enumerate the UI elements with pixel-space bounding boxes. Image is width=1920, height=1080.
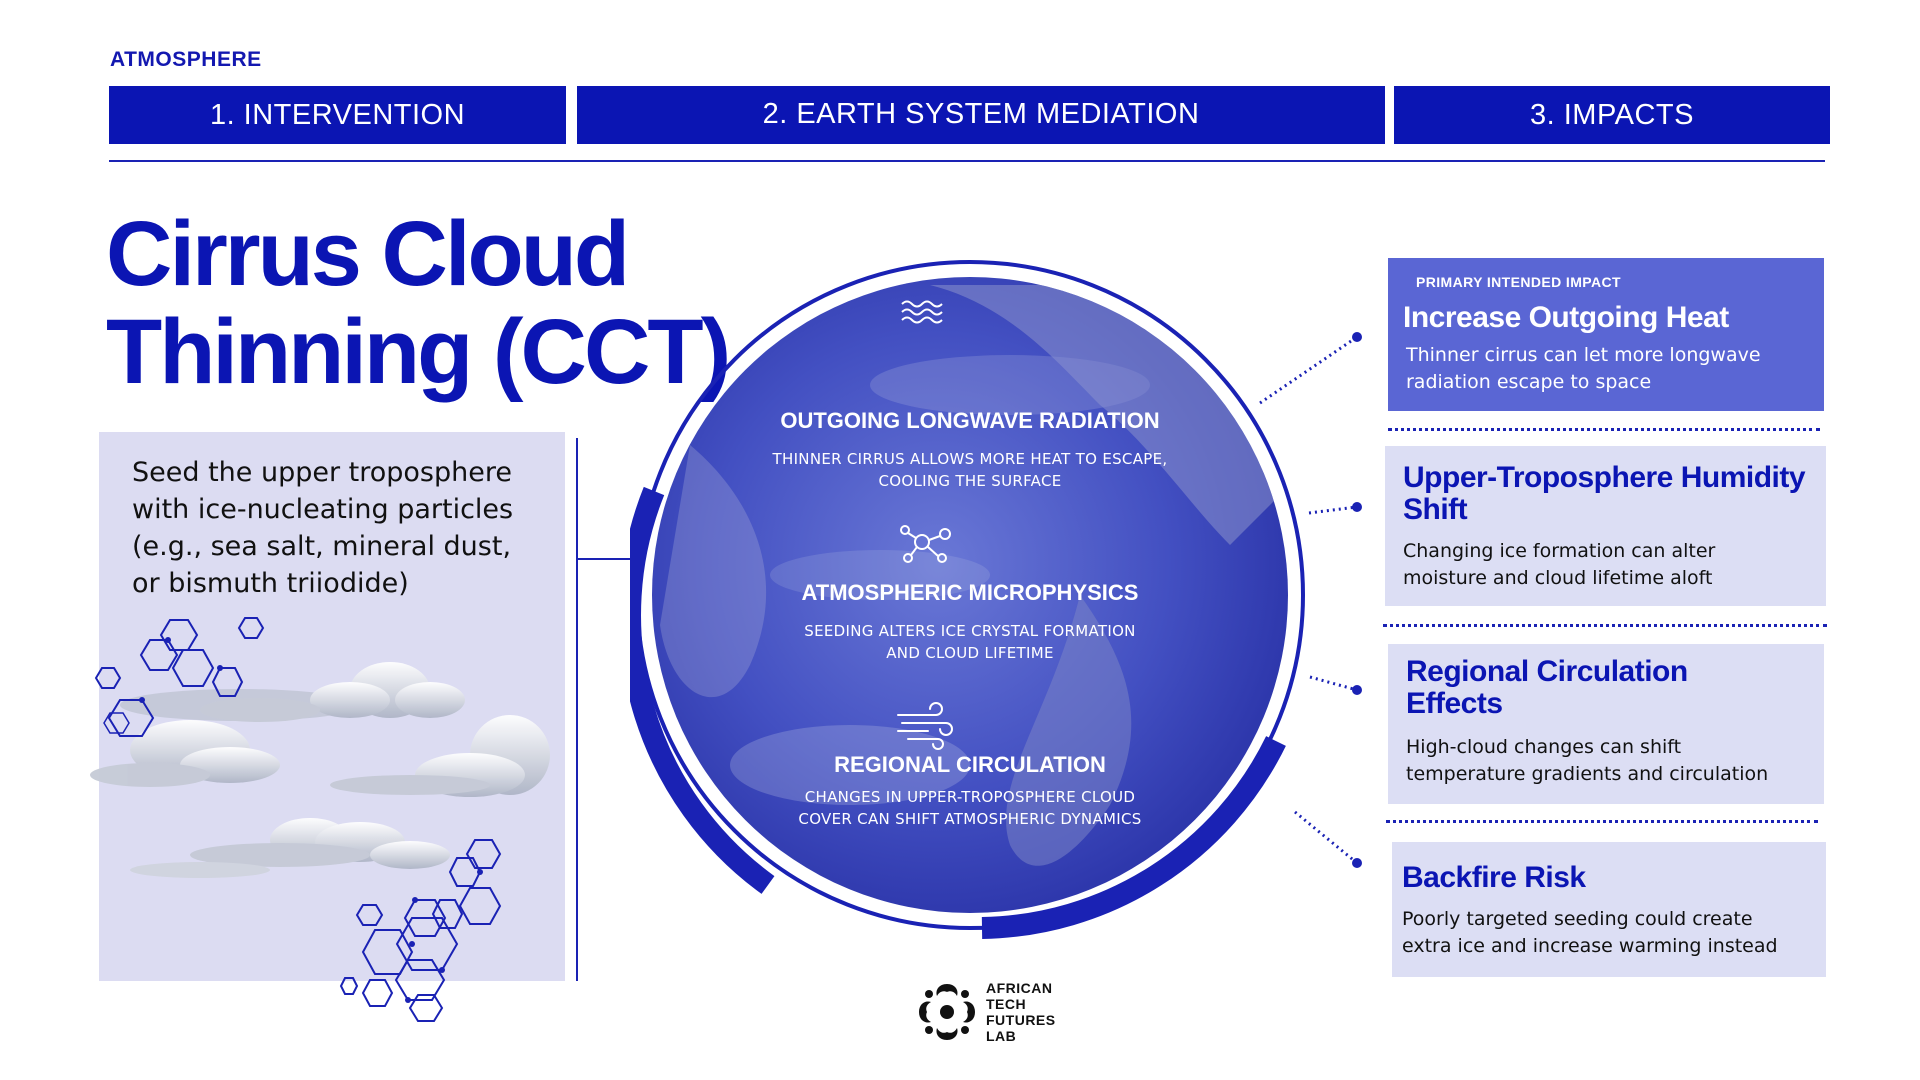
impact-desc: Thinner cirrus can let more longwave rad… — [1406, 342, 1761, 396]
cloud-shapes — [90, 662, 550, 878]
connector-dot — [1352, 858, 1362, 868]
intervention-connector-horizontal — [576, 558, 632, 560]
desc-line: radiation escape to space — [1406, 371, 1652, 393]
connector-dot — [1352, 685, 1362, 695]
intervention-description: Seed the upper troposphere with ice-nucl… — [132, 457, 514, 599]
impact-desc: High-cloud changes can shift temperature… — [1406, 734, 1768, 788]
title-line: Thinning (CCT) — [106, 301, 731, 403]
phase-impacts: 3. IMPACTS — [1394, 86, 1830, 144]
intervention-connector-vertical — [576, 438, 578, 981]
mediation-label-microphysics: ATMOSPHERIC MICROPHYSICS — [801, 580, 1139, 605]
impact-separator — [1388, 428, 1820, 431]
category-label: ATMOSPHERE — [110, 48, 262, 71]
impact-desc: Poorly targeted seeding could create ext… — [1402, 906, 1778, 960]
phase-earth-system-mediation: 2. EARTH SYSTEM MEDIATION — [577, 86, 1385, 144]
african-tech-futures-lab-logo-icon — [919, 984, 975, 1040]
phase-label: 1. INTERVENTION — [209, 98, 466, 131]
globe-arc-left — [630, 486, 775, 894]
connector-dot — [1352, 332, 1362, 342]
desc-line: COVER CAN SHIFT ATMOSPHERIC DYNAMICS — [798, 810, 1142, 828]
clouds-hexagons-illustration — [90, 617, 550, 1022]
desc-line: moisture and cloud lifetime aloft — [1403, 567, 1713, 589]
mediation-label-longwave: OUTGOING LONGWAVE RADIATION — [780, 408, 1160, 433]
desc-line: extra ice and increase warming instead — [1402, 935, 1778, 957]
desc-line: temperature gradients and circulation — [1406, 763, 1769, 785]
impact-title: Upper-Troposphere Humidity Shift — [1403, 461, 1806, 526]
page-title: Cirrus Cloud Thinning (CCT) — [106, 203, 731, 403]
phase-label: 2. EARTH SYSTEM MEDIATION — [762, 98, 1200, 130]
impact-title: Increase Outgoing Heat — [1403, 301, 1729, 334]
mediation-desc-microphysics: SEEDING ALTERS ICE CRYSTAL FORMATION AND… — [700, 620, 1240, 664]
title-line: Effects — [1406, 687, 1503, 720]
logo-line: AFRICAN — [986, 980, 1053, 996]
impact-title: Backfire Risk — [1402, 861, 1586, 894]
impact-connectors — [1259, 332, 1362, 868]
title-line: Regional Circulation — [1406, 655, 1688, 688]
header-rule — [109, 160, 1825, 162]
molecule-icon — [900, 525, 951, 563]
mediation-desc-longwave: THINNER CIRRUS ALLOWS MORE HEAT TO ESCAP… — [700, 448, 1240, 492]
globe-surface — [652, 277, 1288, 913]
impact-separator — [1386, 820, 1818, 823]
mediation-desc-circulation: CHANGES IN UPPER-TROPOSPHERE CLOUD COVER… — [700, 786, 1240, 830]
earth-globe — [630, 260, 1305, 939]
impact-card-backfire: Backfire Risk Poorly targeted seeding co… — [1392, 842, 1826, 977]
logo-line: TECH — [986, 996, 1027, 1012]
logo-wordmark: AFRICAN TECH FUTURES LAB — [986, 980, 1056, 1044]
impact-card-circulation: Regional Circulation Effects High-cloud … — [1388, 644, 1824, 804]
wind-icon — [897, 702, 953, 750]
desc-line: High-cloud changes can shift — [1406, 736, 1682, 758]
phase-label: 3. IMPACTS — [1530, 98, 1694, 131]
logo-line: LAB — [986, 1028, 1017, 1044]
impact-title: Regional Circulation Effects — [1406, 656, 1688, 720]
impact-card-humidity: Upper-Troposphere Humidity Shift Changin… — [1385, 446, 1826, 606]
title-line: Upper-Troposphere Humidity — [1403, 461, 1806, 494]
desc-line: Poorly targeted seeding could create — [1402, 908, 1753, 930]
phase-intervention: 1. INTERVENTION — [109, 86, 566, 144]
globe-arc-bottom-right — [981, 736, 1286, 939]
desc-line: AND CLOUD LIFETIME — [886, 644, 1054, 662]
impact-card-primary: PRIMARY INTENDED IMPACT Increase Outgoin… — [1388, 258, 1824, 411]
desc-line: Thinner cirrus can let more longwave — [1406, 344, 1761, 366]
desc-line: CHANGES IN UPPER-TROPOSPHERE CLOUD — [804, 788, 1136, 806]
impact-desc: Changing ice formation can alter moistur… — [1403, 538, 1715, 592]
hexagon-nodes — [139, 637, 483, 1003]
desc-line: Changing ice formation can alter — [1403, 540, 1716, 562]
mediation-label-circulation: REGIONAL CIRCULATION — [834, 752, 1106, 777]
title-line: Shift — [1403, 493, 1468, 526]
desc-line: SEEDING ALTERS ICE CRYSTAL FORMATION — [804, 622, 1136, 640]
logo-line: FUTURES — [986, 1012, 1056, 1028]
connector-dot — [1352, 502, 1362, 512]
title-line: Cirrus Cloud — [106, 203, 630, 305]
desc-line: THINNER CIRRUS ALLOWS MORE HEAT TO ESCAP… — [772, 450, 1168, 468]
waves-icon — [901, 300, 943, 324]
impact-kicker: PRIMARY INTENDED IMPACT — [1416, 274, 1621, 290]
impact-separator — [1383, 624, 1827, 627]
desc-line: COOLING THE SURFACE — [878, 472, 1062, 490]
